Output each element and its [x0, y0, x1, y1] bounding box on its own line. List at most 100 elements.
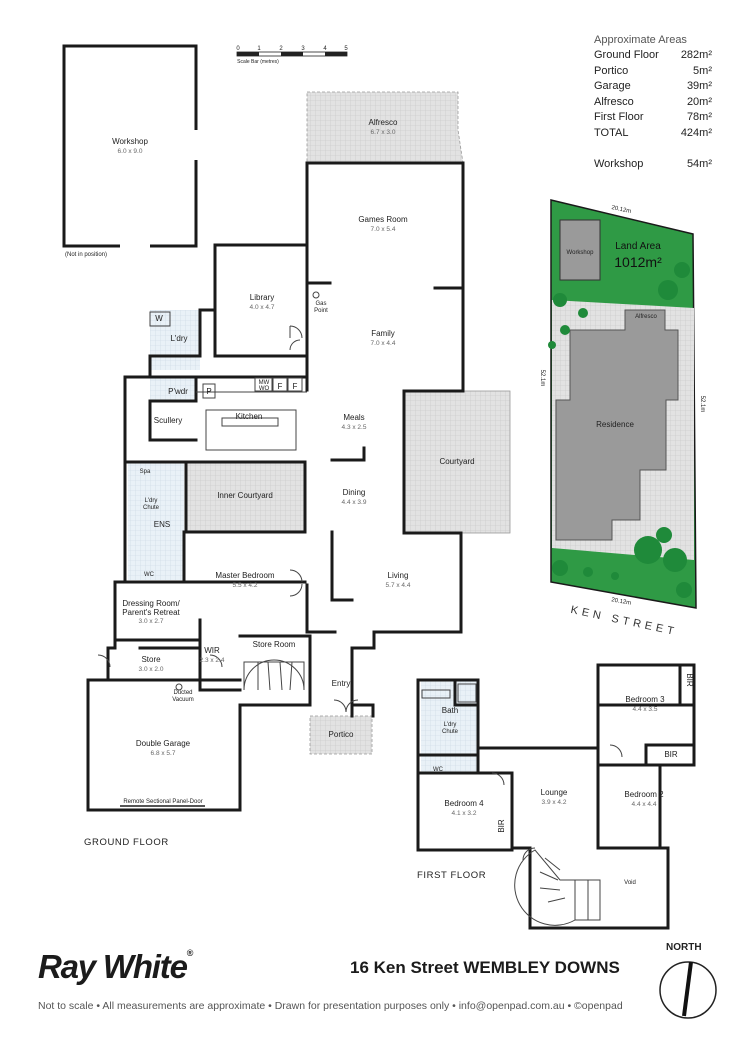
site-alfresco-label: Alfresco — [635, 314, 657, 320]
courtyard-paving — [403, 390, 511, 534]
disclaimer-text: Not to scale • All measurements are appr… — [38, 1000, 623, 1012]
workshop-label: Workshop — [112, 137, 148, 146]
family-dims: 7.0 x 4.4 — [371, 340, 396, 347]
dressing-dims: 3.0 x 2.7 — [139, 618, 164, 625]
bedroom-3-dims: 4.4 x 3.5 — [633, 706, 658, 713]
dining-dims: 4.4 x 3.9 — [342, 499, 367, 506]
alfresco-label: Alfresco — [369, 118, 398, 127]
ray-white-logo: Ray White® — [38, 948, 194, 986]
portico-label: Portico — [329, 730, 354, 739]
garage-dims: 6.8 x 5.7 — [151, 750, 176, 757]
north-label: NORTH — [666, 942, 702, 953]
ensuite-tiles — [128, 462, 184, 580]
scale-bar: 0 1 2 3 4 5 Scale Bar (metres) — [236, 46, 348, 65]
bedroom-2-label: Bedroom 2 — [624, 790, 664, 799]
area-label: Garage — [594, 80, 631, 92]
spa-label: Spa — [140, 469, 151, 475]
area-row-workshop: Workshop 54m² — [594, 158, 712, 174]
ducted-vacuum-icon — [175, 683, 183, 691]
bedroom-4-dims: 4.1 x 3.2 — [452, 810, 477, 817]
ground-floor-label: GROUND FLOOR — [84, 837, 169, 848]
alfresco-paving — [306, 91, 464, 164]
area-value: 282m² — [680, 49, 712, 61]
wir-dims: 2.3 x 2.4 — [200, 657, 225, 664]
bedroom-2-dims: 4.4 x 4.4 — [632, 801, 657, 808]
site-workshop-label: Workshop — [567, 250, 595, 256]
store-room-label: Store Room — [253, 640, 296, 649]
mw-label: MW — [259, 380, 270, 386]
bedroom-4-label: Bedroom 4 — [444, 799, 484, 808]
residence-footprint — [555, 309, 679, 541]
area-value: 54m² — [686, 158, 712, 170]
area-value: 39m² — [686, 80, 712, 92]
area-value: 424m² — [680, 126, 712, 139]
void-label: Void — [624, 880, 636, 886]
area-label: First Floor — [594, 111, 644, 123]
courtyard-label: Courtyard — [439, 457, 474, 466]
ensuite-chute-line2: Chute — [143, 505, 160, 511]
fridge-1-label: F — [278, 382, 283, 391]
workshop-plan: Workshop 6.0 x 9.0 (Not in position) — [62, 44, 198, 258]
powder-label: P'wdr — [168, 387, 188, 396]
living-dims: 5.7 x 4.4 — [386, 582, 411, 589]
site-residence-label: Residence — [596, 420, 634, 429]
library-label: Library — [250, 293, 274, 302]
area-label: Ground Floor — [594, 49, 659, 61]
kitchen-label: Kitchen — [236, 412, 263, 421]
brand-registered-mark: ® — [186, 948, 194, 958]
bedroom-3-label: Bedroom 3 — [625, 695, 665, 704]
area-value: 5m² — [693, 64, 712, 77]
store-label: Store — [141, 655, 161, 664]
pantry-label: P — [206, 387, 211, 396]
scale-tick-0: 0 — [236, 46, 240, 52]
store-dims: 3.0 x 2.0 — [139, 666, 164, 673]
scullery-label: Scullery — [154, 416, 182, 425]
dressing-label-line1: Dressing Room/ — [122, 599, 180, 608]
entry-label: Entry — [332, 679, 351, 688]
workshop-dims: 6.0 x 9.0 — [118, 148, 143, 155]
ducted-line1: Ducted — [173, 690, 192, 696]
wir-label: WIR — [204, 646, 220, 655]
fridge-2-label: F — [293, 382, 298, 391]
living-label: Living — [388, 571, 409, 580]
gas-point-icon — [312, 291, 320, 299]
site-left-depth: 52.1m — [539, 370, 545, 387]
ground-floor-plan: Alfresco 6.7 x 3.0 Games Room 7.0 x 5.4 … — [84, 91, 511, 848]
laundry-tiles — [150, 310, 200, 370]
north-arrow — [659, 961, 717, 1019]
area-row-garage: Garage 39m² — [594, 80, 712, 96]
scale-caption: Scale Bar (metres) — [237, 59, 279, 65]
garage-door-label: Remote Sectional Panel-Door — [123, 799, 202, 805]
ducted-line2: Vacuum — [172, 697, 194, 703]
portico-paving — [309, 715, 373, 755]
ff-chute-line2: Chute — [442, 729, 459, 735]
gas-point-line2: Point — [314, 308, 328, 314]
site-workshop — [559, 219, 601, 281]
area-label: Workshop — [594, 158, 644, 170]
ensuite-label: ENS — [154, 520, 170, 529]
garage-label: Double Garage — [136, 739, 191, 748]
bath-label: Bath — [442, 706, 458, 715]
ground-stair — [243, 659, 305, 691]
first-floor-label: FIRST FLOOR — [417, 870, 486, 881]
library-dims: 4.0 x 4.7 — [250, 304, 275, 311]
dressing-label-line2: Parent's Retreat — [122, 608, 180, 617]
scale-tick-2: 2 — [279, 46, 283, 52]
master-bedroom-label: Master Bedroom — [215, 571, 274, 580]
site-plan: 20.12m 20.12m 52.1m 52.1m Land Area 1012… — [539, 199, 705, 609]
area-label: Alfresco — [594, 95, 634, 108]
dining-label: Dining — [343, 488, 366, 497]
ensuite-chute-line1: L'dry — [145, 498, 158, 504]
wc-label: WC — [144, 572, 155, 578]
family-label: Family — [371, 329, 395, 338]
area-value: 78m² — [686, 111, 712, 123]
games-room-dims: 7.0 x 5.4 — [371, 226, 396, 233]
gas-point-line1: Gas — [315, 301, 326, 307]
area-row-first: First Floor 78m² — [594, 111, 712, 127]
inner-courtyard-label: Inner Courtyard — [217, 491, 273, 500]
bir-1-label: BIR — [685, 673, 694, 687]
lounge-dims: 3.9 x 4.2 — [542, 799, 567, 806]
